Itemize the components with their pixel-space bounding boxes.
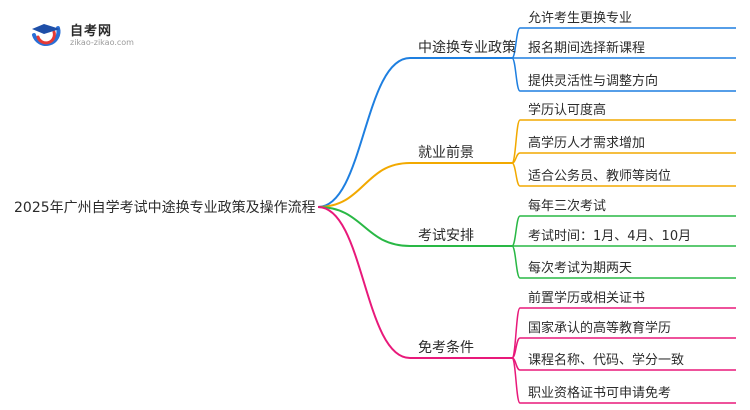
branch-4-leaf-1-label: 前置学历或相关证书 — [528, 290, 645, 306]
branch-4-leaf-4-connector — [511, 357, 521, 404]
logo-title: 自考网 — [70, 24, 113, 39]
branch-1-leaf-1-label: 允许考生更换专业 — [528, 10, 632, 26]
branch-2-leaf-3-connector — [511, 162, 521, 187]
branch-2-connector — [317, 162, 411, 208]
branch-1-leaf-2-label: 报名期间选择新课程 — [528, 40, 645, 56]
site-logo[interactable]: 自考网 zikao-zikao.com — [30, 18, 140, 54]
branch-4-leaf-2-connector — [511, 337, 521, 359]
branch-3-label: 考试安排 — [418, 228, 474, 244]
branch-3-leaf-1-label: 每年三次考试 — [528, 198, 606, 214]
mindmap-edges — [317, 27, 736, 404]
branch-2-leaf-3-label: 适合公务员、教师等岗位 — [528, 168, 671, 184]
branch-1-label: 中途换专业政策 — [418, 39, 516, 56]
branch-1-leaf-1-connector — [511, 27, 521, 59]
branch-1-leaf-3-connector — [511, 57, 521, 92]
branch-2-label: 就业前景 — [418, 144, 474, 161]
branch-3-leaf-3-label: 每次考试为期两天 — [528, 260, 632, 276]
branch-4-leaf-3-label: 课程名称、代码、学分一致 — [528, 352, 684, 368]
branch-2-leaf-1-connector — [511, 119, 521, 164]
branch-1-leaf-3-label: 提供灵活性与调整方向 — [528, 73, 658, 89]
branch-4-leaf-4-label: 职业资格证书可申请免考 — [528, 385, 671, 401]
mindmap-nodes: 2025年广州自学考试中途换专业政策及操作流程 中途换专业政策允许考生更换专业报名… — [14, 10, 691, 401]
branch-4-label: 免考条件 — [418, 339, 474, 356]
branch-3-leaf-2-label: 考试时间：1月、4月、10月 — [528, 229, 691, 244]
branch-4-connector — [317, 206, 411, 359]
branch-4-leaf-2-label: 国家承认的高等教育学历 — [528, 320, 671, 336]
root-node-label: 2025年广州自学考试中途换专业政策及操作流程 — [14, 199, 316, 216]
branch-2-leaf-1-label: 学历认可度高 — [528, 102, 606, 118]
branch-2-leaf-2-label: 高学历人才需求增加 — [528, 135, 645, 151]
graduation-cap-icon — [32, 24, 61, 46]
logo-url: zikao-zikao.com — [70, 38, 134, 47]
branch-3-leaf-1-connector — [511, 215, 521, 247]
branch-1-connector — [317, 57, 411, 208]
branch-3-leaf-3-connector — [511, 245, 521, 279]
branch-3-connector — [317, 206, 411, 247]
